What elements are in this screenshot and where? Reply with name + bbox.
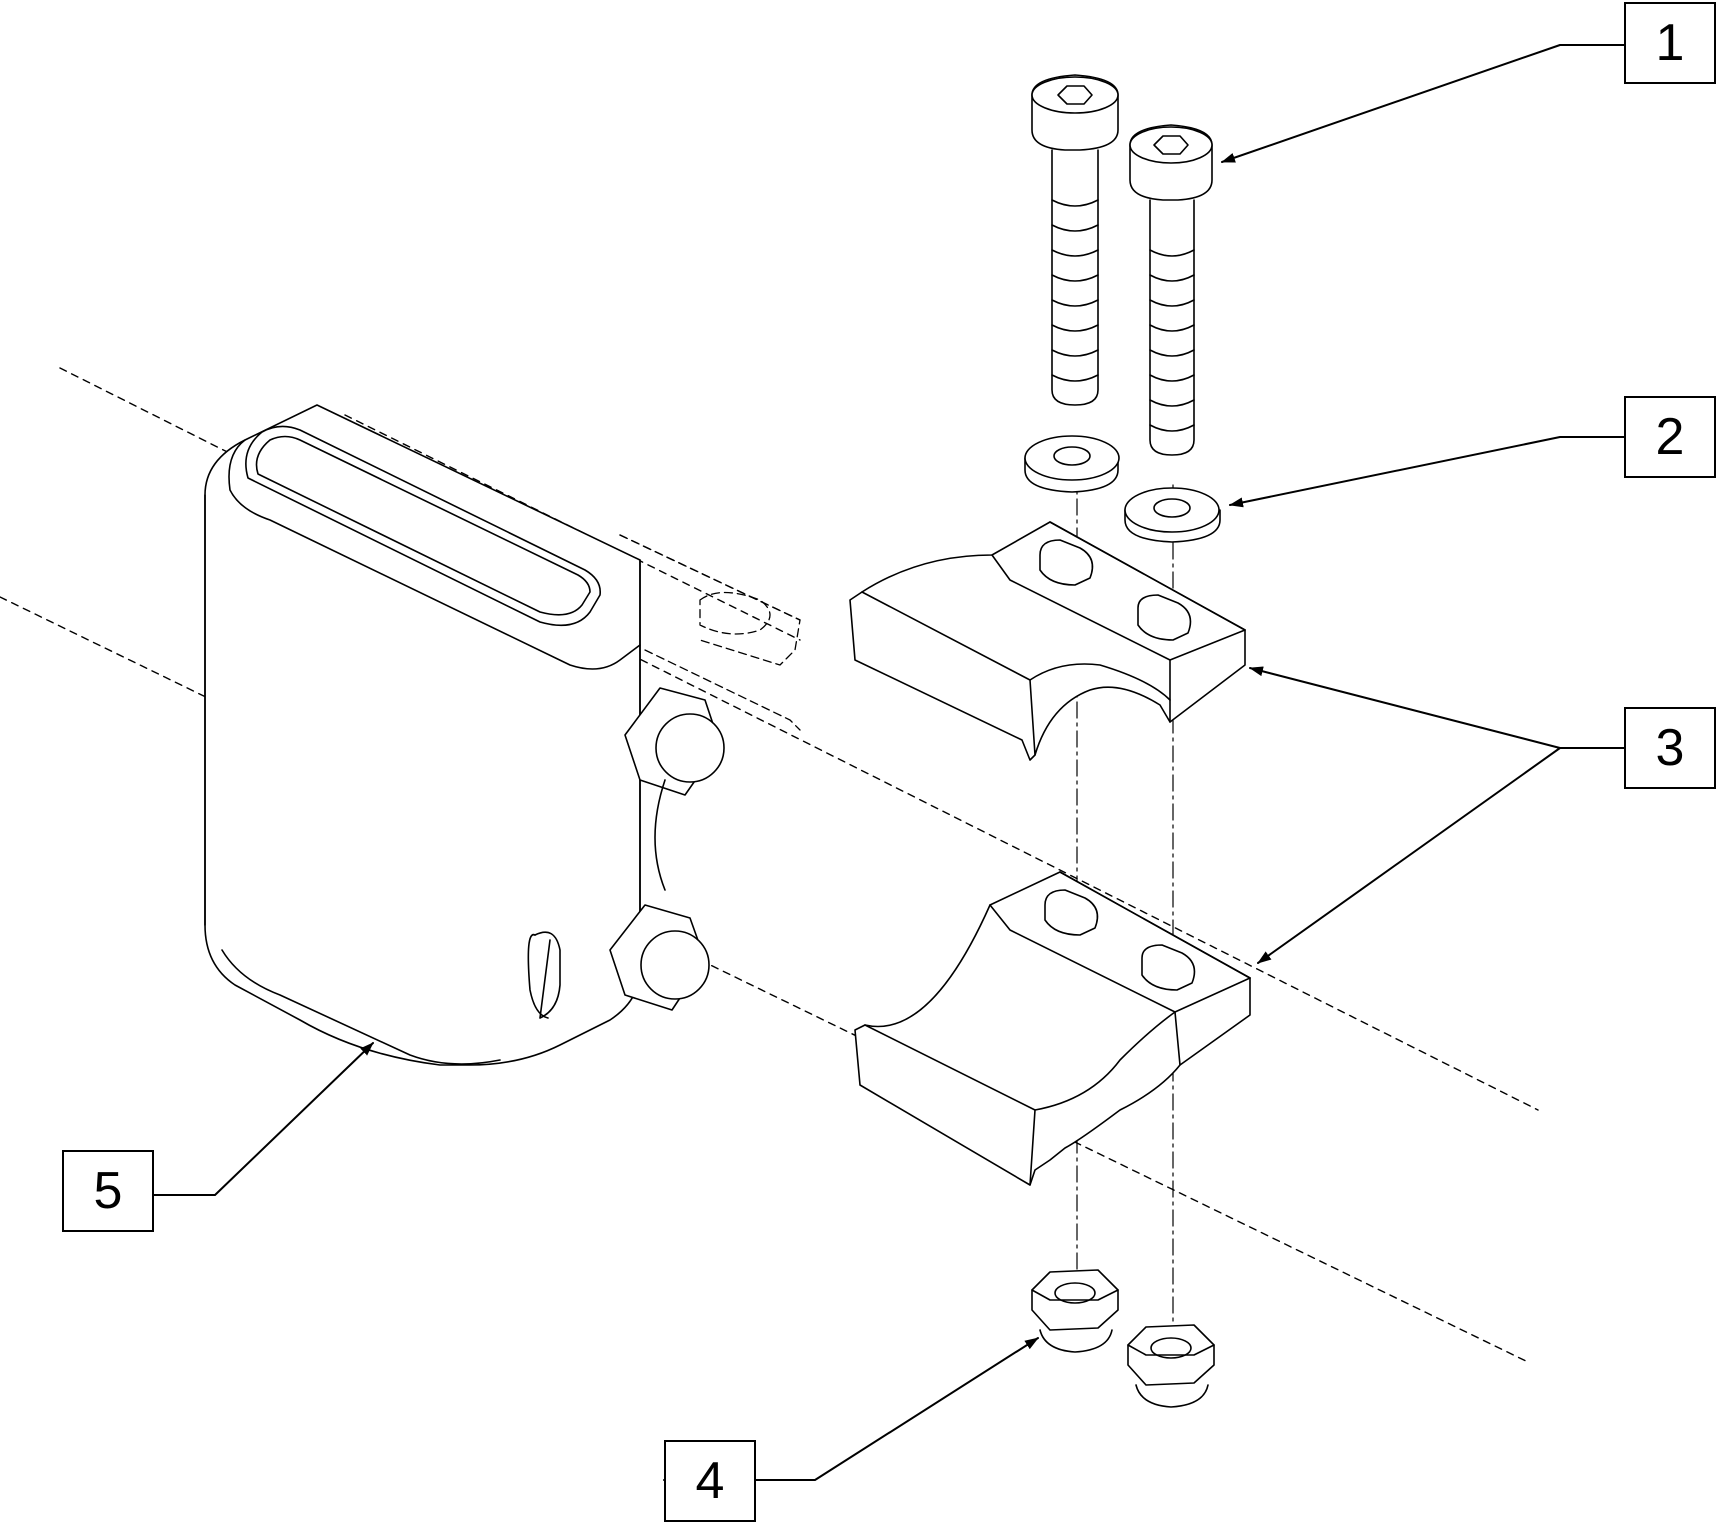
callout-4: 4 [664,1440,756,1522]
housing-hidden-lines [619,534,801,731]
callout-label-5: 5 [93,1162,123,1220]
housing-hex-bolts [609,687,725,1011]
callout-label-1: 1 [1655,14,1685,72]
callout-label-4: 4 [695,1452,725,1510]
callout-2: 2 [1624,396,1716,478]
lower-clamp-half [854,871,1251,1186]
callout-1: 1 [1624,2,1716,84]
lock-nuts [1031,1269,1215,1408]
upper-clamp-half [849,521,1246,761]
washers [1024,435,1221,543]
clamp-block-housing [204,404,641,1066]
callout-label-3: 3 [1655,719,1685,777]
callout-label-2: 2 [1655,408,1685,466]
callout-5: 5 [62,1150,154,1232]
callout-3: 3 [1624,707,1716,789]
socket-head-cap-screws [1031,74,1213,456]
